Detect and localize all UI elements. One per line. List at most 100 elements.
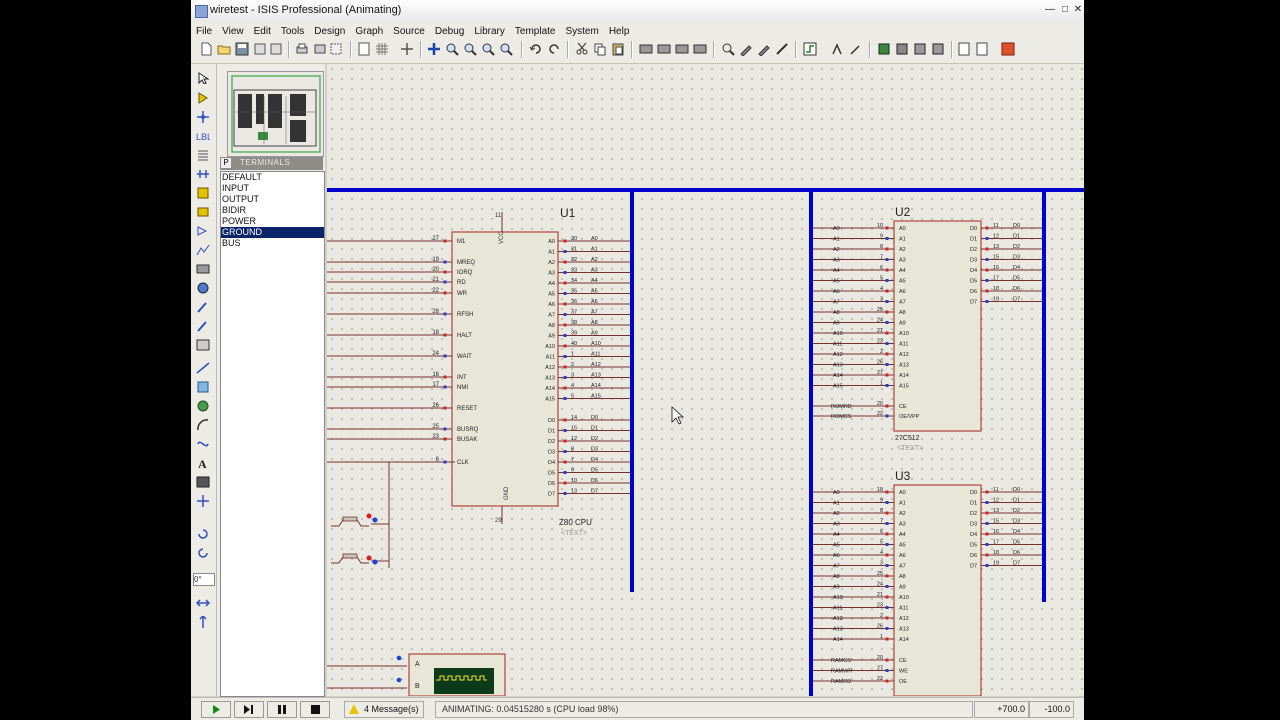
- menu-system[interactable]: System: [565, 26, 599, 37]
- pick-device-icon[interactable]: [721, 42, 735, 56]
- menu-debug[interactable]: Debug: [434, 26, 465, 37]
- mirror-vertical-icon[interactable]: [196, 616, 210, 628]
- save-icon[interactable]: [235, 42, 249, 56]
- symbol-tool-icon[interactable]: [196, 476, 210, 488]
- graph-mode-icon[interactable]: [196, 244, 210, 256]
- play-button[interactable]: [201, 701, 231, 718]
- u1-body[interactable]: [451, 231, 559, 507]
- terminal-list[interactable]: DEFAULT INPUT OUTPUT BIDIR POWER GROUND …: [220, 171, 325, 697]
- block-copy-icon[interactable]: [639, 42, 653, 56]
- copy-icon[interactable]: [593, 42, 607, 56]
- subcircuit-icon[interactable]: [196, 187, 210, 199]
- open-folder-icon[interactable]: [217, 42, 231, 56]
- undo-icon[interactable]: [529, 42, 543, 56]
- menu-source[interactable]: Source: [393, 26, 425, 37]
- new-sheet-icon[interactable]: [877, 42, 891, 56]
- bus-icon[interactable]: [196, 168, 210, 180]
- print-icon[interactable]: [295, 42, 309, 56]
- push-button-2[interactable]: [331, 553, 378, 565]
- zoom-in-icon[interactable]: [445, 42, 459, 56]
- list-item-power[interactable]: POWER: [222, 216, 257, 226]
- messages-indicator[interactable]: 4 Message(s): [344, 701, 424, 718]
- goto-sheet-icon[interactable]: [913, 42, 927, 56]
- pause-button[interactable]: [267, 701, 297, 718]
- cut-icon[interactable]: [575, 42, 589, 56]
- u3-body[interactable]: [893, 484, 982, 696]
- wire-label-icon[interactable]: LBL: [196, 130, 210, 142]
- close-icon[interactable]: ✕: [1073, 4, 1083, 15]
- step-button[interactable]: [234, 701, 264, 718]
- menu-graph[interactable]: Graph: [355, 26, 384, 37]
- wire-autorouter-icon[interactable]: [803, 42, 817, 56]
- rotate-anticlockwise-icon[interactable]: [196, 547, 210, 559]
- list-item-default[interactable]: DEFAULT: [222, 172, 262, 182]
- device-pins-icon[interactable]: [196, 225, 210, 237]
- list-item-bidir[interactable]: BIDIR: [222, 205, 247, 215]
- bill-of-materials-icon[interactable]: [931, 42, 945, 56]
- pick-button[interactable]: P: [221, 158, 231, 168]
- grid-toggle-icon[interactable]: [375, 42, 389, 56]
- menu-edit[interactable]: Edit: [253, 26, 271, 37]
- menu-view[interactable]: View: [222, 26, 244, 37]
- menu-design[interactable]: Design: [314, 26, 346, 37]
- arc-tool-icon[interactable]: [196, 419, 210, 431]
- menu-help[interactable]: Help: [608, 26, 630, 37]
- refresh-icon[interactable]: [357, 42, 371, 56]
- text-script-icon[interactable]: [196, 149, 210, 161]
- virtual-instruments-icon[interactable]: [196, 339, 210, 351]
- menu-template[interactable]: Template: [514, 26, 556, 37]
- menu-tools[interactable]: Tools: [280, 26, 305, 37]
- electrical-rule-check-icon[interactable]: [957, 42, 971, 56]
- list-item-output[interactable]: OUTPUT: [222, 194, 259, 204]
- list-item-input[interactable]: INPUT: [222, 183, 249, 193]
- line-tool-icon[interactable]: [196, 362, 210, 374]
- block-move-icon[interactable]: [657, 42, 671, 56]
- stop-button[interactable]: [300, 701, 330, 718]
- path-tool-icon[interactable]: [196, 438, 210, 450]
- import-icon[interactable]: [253, 42, 267, 56]
- zoom-all-icon[interactable]: [481, 42, 495, 56]
- schematic-canvas[interactable]: U1 Z80 CPU <TEXT> 11 VCC 29 GND U2 27C51…: [327, 64, 1084, 696]
- box-tool-icon[interactable]: [196, 381, 210, 393]
- menu-file[interactable]: File: [196, 26, 213, 37]
- search-tag-icon[interactable]: [831, 42, 845, 56]
- ares-icon[interactable]: [1001, 42, 1015, 56]
- text-tool-icon[interactable]: A: [196, 457, 210, 469]
- maximize-icon[interactable]: □: [1061, 4, 1069, 15]
- print-area-icon[interactable]: [313, 42, 327, 56]
- mirror-horizontal-icon[interactable]: [196, 597, 210, 609]
- block-delete-icon[interactable]: [693, 42, 707, 56]
- paste-icon[interactable]: [611, 42, 625, 56]
- tape-recorder-icon[interactable]: [196, 263, 210, 275]
- junction-dot-icon[interactable]: [196, 111, 210, 123]
- terminals-mode-icon[interactable]: [196, 206, 210, 218]
- minimize-icon[interactable]: —: [1045, 4, 1055, 15]
- u2-body[interactable]: [893, 220, 982, 432]
- export-icon[interactable]: [269, 42, 283, 56]
- new-file-icon[interactable]: [199, 42, 213, 56]
- voltage-probe-icon[interactable]: [196, 301, 210, 313]
- component-mode-icon[interactable]: [196, 92, 210, 104]
- list-item-ground[interactable]: GROUND: [221, 227, 324, 238]
- marker-tool-icon[interactable]: [196, 495, 210, 507]
- make-device-icon[interactable]: [739, 42, 753, 56]
- origin-icon[interactable]: [400, 42, 414, 56]
- schematic-drawing[interactable]: U1 Z80 CPU <TEXT> 11 VCC 29 GND U2 27C51…: [327, 64, 1084, 696]
- overview-window[interactable]: [227, 71, 324, 157]
- packaging-tool-icon[interactable]: [757, 42, 771, 56]
- decompose-icon[interactable]: [775, 42, 789, 56]
- rotation-angle-field[interactable]: 0°: [193, 573, 215, 586]
- property-assignment-icon[interactable]: [849, 42, 863, 56]
- selection-mode-icon[interactable]: [196, 72, 210, 84]
- block-rotate-icon[interactable]: [675, 42, 689, 56]
- zoom-area-icon[interactable]: [499, 42, 513, 56]
- oscilloscope[interactable]: A B: [327, 653, 506, 696]
- menu-library[interactable]: Library: [474, 26, 505, 37]
- mark-area-icon[interactable]: [329, 42, 343, 56]
- remove-sheet-icon[interactable]: [895, 42, 909, 56]
- circle-tool-icon[interactable]: [196, 400, 210, 412]
- rotate-clockwise-icon[interactable]: [196, 528, 210, 540]
- center-icon[interactable]: [427, 42, 441, 56]
- list-item-bus[interactable]: BUS: [222, 238, 241, 248]
- redo-icon[interactable]: [547, 42, 561, 56]
